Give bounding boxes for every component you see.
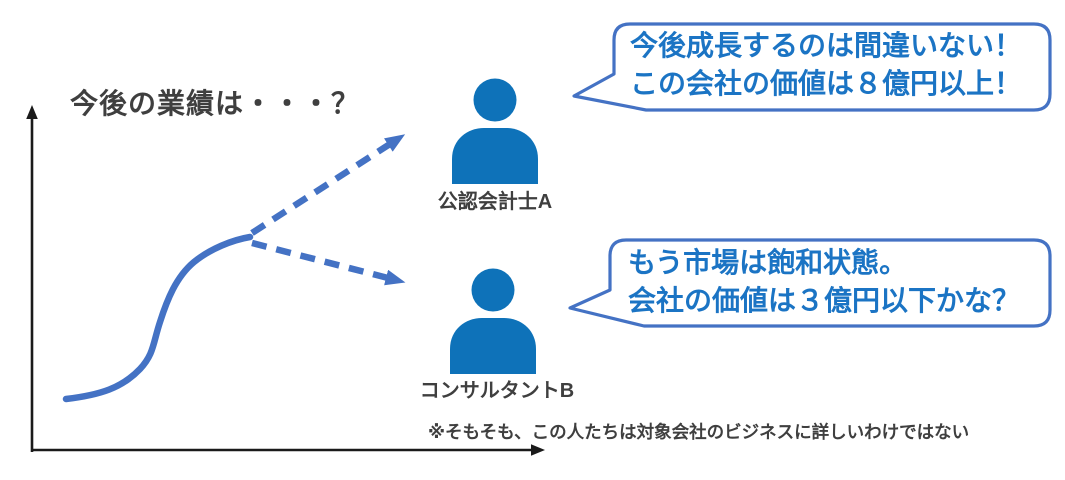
person-b-label: コンサルタントB bbox=[419, 380, 575, 402]
person-head bbox=[473, 78, 517, 122]
person-body bbox=[452, 128, 538, 184]
pessimistic-forecast-arrow bbox=[251, 239, 406, 286]
pessimistic-speech-bubble bbox=[568, 238, 1052, 328]
person-head bbox=[471, 268, 515, 312]
accountant-person-icon bbox=[452, 78, 538, 184]
bubble-a-line2: この会社の価値は８億円以上！ bbox=[630, 68, 1023, 99]
bubble-b-line2: 会社の価値は３億円以下かな？ bbox=[628, 285, 1021, 316]
consultant-person-icon bbox=[450, 268, 536, 374]
pessimistic-bubble-text: もう市場は飽和状態。 会社の価値は３億円以下かな？ bbox=[628, 244, 1020, 320]
person-a-label: 公認会計士A bbox=[437, 191, 553, 213]
growth-curve bbox=[62, 233, 254, 403]
bubble-a-line1: 今後成長するのは間違いない！ bbox=[630, 30, 1023, 61]
person-body bbox=[450, 318, 536, 374]
optimistic-bubble-text: 今後成長するのは間違いない！ この会社の価値は８億円以上！ bbox=[630, 27, 1022, 103]
page-title: 今後の業績は・・・？ bbox=[70, 88, 361, 119]
bubble-b-line1: もう市場は飽和状態。 bbox=[628, 247, 908, 278]
footnote: ※そもそも、この人たちは対象会社のビジネスに詳しいわけではない bbox=[428, 422, 970, 442]
optimistic-forecast-arrow bbox=[250, 134, 406, 236]
optimistic-speech-bubble bbox=[572, 22, 1052, 112]
